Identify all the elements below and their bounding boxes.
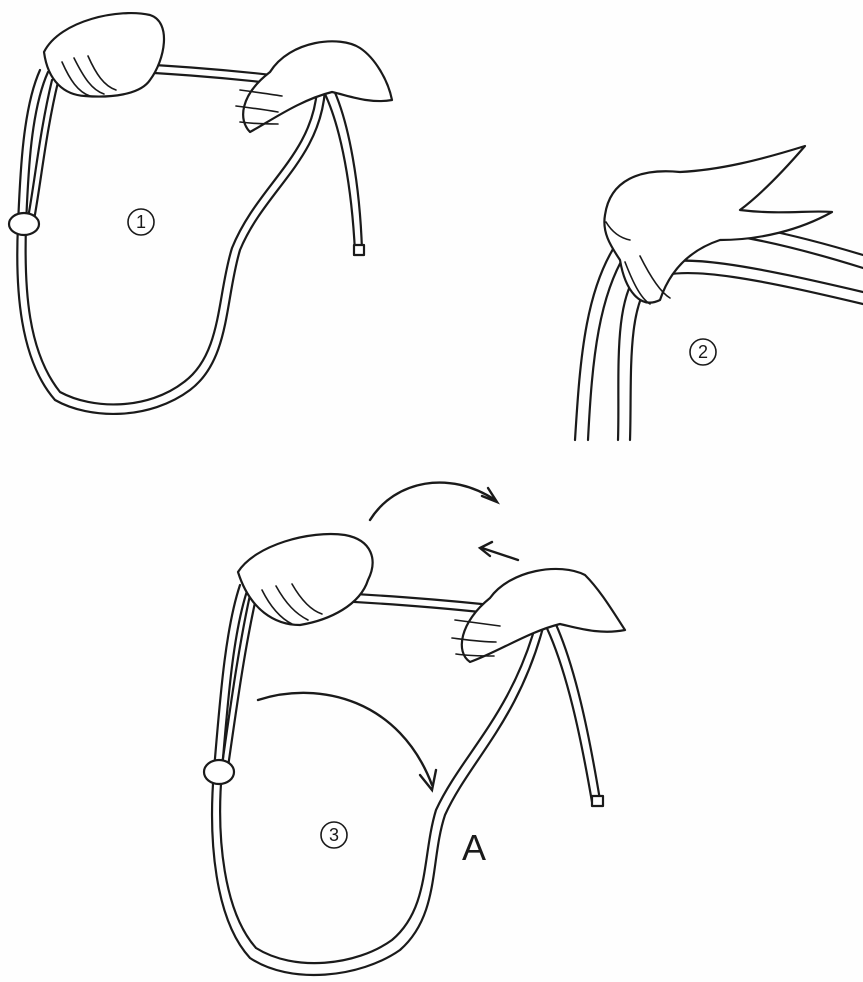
rope3-ring: [204, 760, 234, 784]
hand-step-2: [604, 146, 832, 303]
rope-bend-4: [630, 273, 863, 440]
right-hand-step-3: [462, 569, 625, 662]
rotate-arrow-top: [370, 483, 495, 520]
rope3-tail-end: [592, 796, 603, 806]
rope-loop-outer: [17, 70, 325, 414]
panel-step-1: 1: [9, 13, 392, 414]
rope-ring: [9, 213, 39, 235]
rope3-strand-left-a: [222, 595, 250, 765]
left-hand-step-3: [238, 534, 373, 625]
right-hand: [243, 41, 392, 132]
left-hand: [44, 13, 164, 96]
rotate-arrow-top-head: [482, 488, 497, 502]
panel-step-2: 2: [575, 146, 863, 440]
rope3-tail-b: [542, 618, 592, 802]
rope3-tail-a: [550, 612, 600, 800]
rotate-arrow-inside: [258, 693, 432, 785]
step-3-label: 3: [329, 825, 339, 845]
point-a-label: A: [462, 827, 486, 868]
step-1-label: 1: [136, 212, 146, 232]
rope-tail-b: [322, 88, 355, 252]
rope-tail-end: [354, 245, 364, 255]
step-2-label: 2: [698, 342, 708, 362]
rope3-strand-left-b: [228, 598, 256, 767]
panel-step-3: 3 A: [204, 483, 625, 975]
rope-loop-inner: [26, 72, 317, 404]
